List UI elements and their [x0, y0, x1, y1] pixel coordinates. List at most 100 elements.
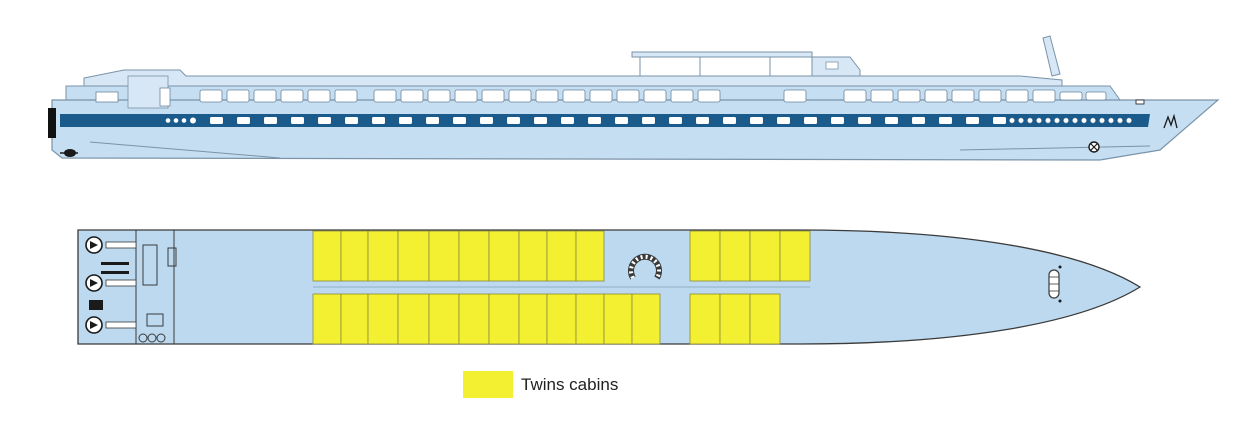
upper-window: [427, 89, 451, 103]
propeller-arrow: [90, 279, 98, 287]
deck-plan: [77, 229, 1142, 345]
twin-cabin: [458, 293, 490, 345]
twin-cabin: [689, 230, 721, 282]
porthole: [1027, 117, 1033, 124]
lower-window: [642, 117, 655, 124]
porthole: [1099, 117, 1105, 124]
twin-cabin: [719, 230, 751, 282]
lower-window: [966, 117, 979, 124]
upper-window: [226, 89, 250, 103]
legend-twins-swatch: [463, 371, 513, 398]
upper-window: [562, 89, 586, 103]
twin-cabin: [575, 293, 605, 345]
hull-stripe: [60, 114, 1150, 127]
anchor-icon: [1088, 141, 1100, 153]
upper-window: [924, 89, 948, 103]
lower-window: [264, 117, 277, 124]
lower-window: [723, 117, 736, 124]
lower-window: [804, 117, 817, 124]
upper-window: [843, 89, 867, 103]
twin-cabin: [340, 230, 369, 282]
lower-window: [237, 117, 250, 124]
twin-cabin: [397, 230, 430, 282]
propeller-arrow: [90, 241, 98, 249]
porthole: [1018, 117, 1024, 124]
twin-cabin: [367, 293, 399, 345]
porthole: [1009, 117, 1015, 124]
porthole: [1045, 117, 1051, 124]
lower-window: [588, 117, 601, 124]
stern: [48, 108, 56, 138]
lower-window: [210, 117, 223, 124]
sundeck-canopy: [631, 51, 813, 58]
ship-emblem-icon: [1163, 113, 1178, 129]
lower-window: [399, 117, 412, 124]
porthole: [1126, 117, 1132, 124]
lower-window: [291, 117, 304, 124]
upper-window: [508, 89, 532, 103]
twin-cabin: [603, 293, 633, 345]
propeller-arrow: [90, 321, 98, 329]
lower-window: [858, 117, 871, 124]
lower-window: [507, 117, 520, 124]
mast: [1042, 35, 1061, 77]
lower-window: [993, 117, 1006, 124]
lower-window: [831, 117, 844, 124]
porthole: [1063, 117, 1069, 124]
twin-cabin: [575, 230, 605, 282]
lower-window: [534, 117, 547, 124]
upper-window: [199, 89, 223, 103]
upper-window: [951, 89, 975, 103]
porthole: [181, 118, 187, 123]
upper-window: [1032, 89, 1056, 103]
lower-window: [696, 117, 709, 124]
lower-window: [885, 117, 898, 124]
twin-cabin: [518, 230, 548, 282]
porthole: [1108, 117, 1114, 124]
twin-cabin: [546, 230, 577, 282]
upper-window: [535, 89, 559, 103]
upper-window: [1005, 89, 1029, 103]
upper-window: [280, 89, 304, 103]
propeller-unit: [85, 274, 137, 292]
upper-window: [643, 89, 667, 103]
upper-window: [253, 89, 277, 103]
twin-cabin: [749, 230, 781, 282]
upper-window: [870, 89, 894, 103]
upper-window: [978, 89, 1002, 103]
upper-window: [481, 89, 505, 103]
porthole: [1090, 117, 1096, 124]
lower-window: [750, 117, 763, 124]
twin-cabin: [367, 230, 399, 282]
upper-windows: [95, 75, 171, 109]
twin-cabin: [397, 293, 430, 345]
twin-cabin: [488, 230, 520, 282]
twin-cabin: [312, 293, 342, 345]
twin-cabin: [428, 293, 460, 345]
shaft: [105, 279, 137, 287]
upper-window: [1059, 91, 1083, 101]
lower-window: [453, 117, 466, 124]
upper-window: [897, 89, 921, 103]
twin-cabin: [458, 230, 490, 282]
lower-window-row: [210, 117, 1006, 124]
twin-cabin: [546, 293, 577, 345]
ship-side-elevation: [48, 35, 1220, 161]
stern-machinery-area: [89, 230, 177, 344]
twin-cabin: [312, 230, 342, 282]
lower-window: [912, 117, 925, 124]
propeller-unit: [85, 236, 137, 254]
propeller-units: [85, 236, 137, 334]
lower-window: [426, 117, 439, 124]
upper-window: [454, 89, 478, 103]
propeller-icon: [60, 149, 78, 157]
shaft: [105, 241, 137, 249]
upper-window: [783, 89, 807, 103]
upper-window: [670, 89, 694, 103]
upper-window-row: [199, 89, 1107, 103]
lower-window: [939, 117, 952, 124]
porthole: [1117, 117, 1123, 124]
lower-window: [777, 117, 790, 124]
legend-twins-label: Twins cabins: [521, 374, 619, 394]
